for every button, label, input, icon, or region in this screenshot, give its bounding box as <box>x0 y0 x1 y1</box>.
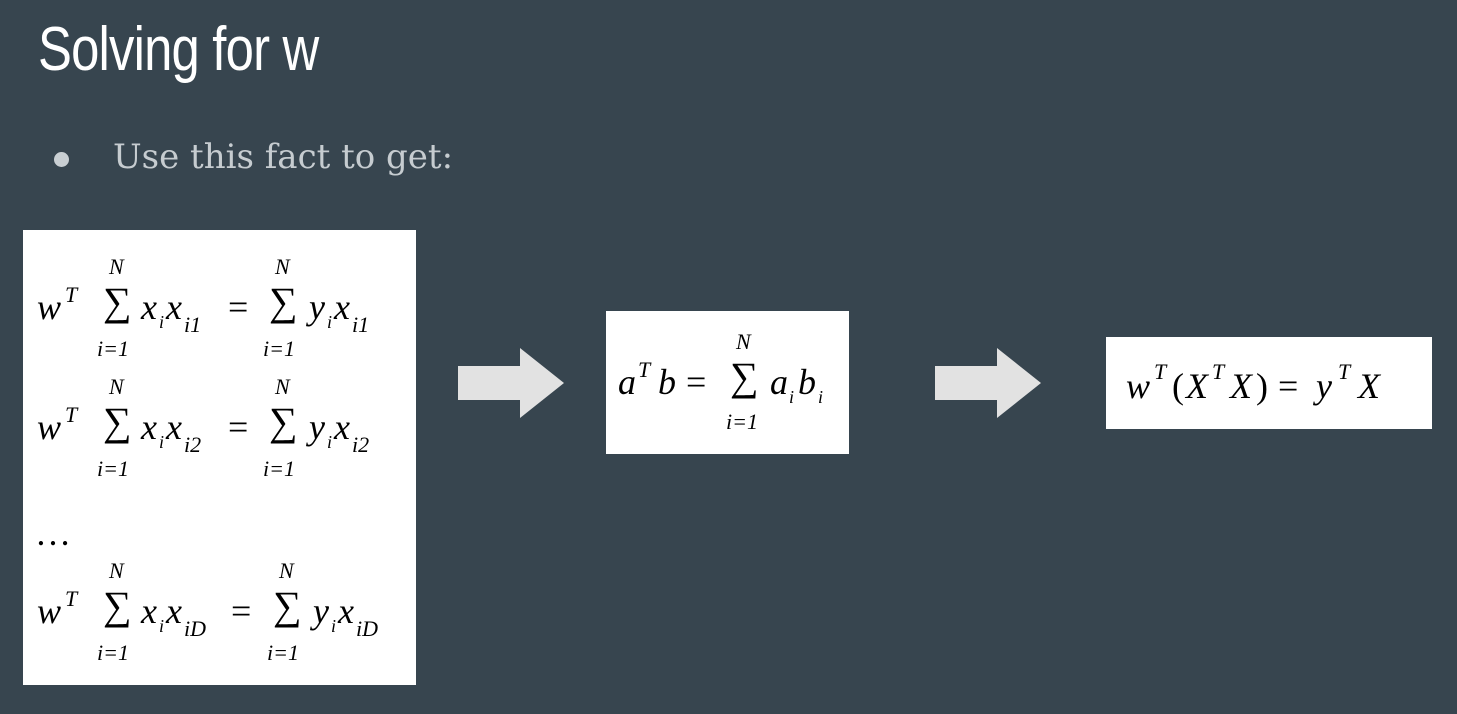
equals-sign: = <box>1278 366 1299 406</box>
bullet-icon <box>54 152 69 167</box>
sigma-symbol: ∑ <box>103 583 132 628</box>
equals-sign: = <box>228 407 249 447</box>
sub-i: i <box>327 432 333 452</box>
equation-row-3: w T N ∑ i=1 x i x iD = N ∑ i=1 y i x iD <box>23 556 416 666</box>
sub-index: i2 <box>184 432 202 457</box>
sub-i: i <box>159 432 165 452</box>
sup-t: T <box>65 282 78 307</box>
var-w: w <box>1126 366 1151 406</box>
rhs-sum-bottom: i=1 <box>263 336 295 361</box>
term-x2: x <box>166 287 182 327</box>
rhs-sum-top: N <box>275 254 290 279</box>
rhs-sum-top: N <box>275 374 290 399</box>
term-x: x <box>334 287 350 327</box>
term-x: x <box>141 591 157 631</box>
right-arrow-icon <box>935 348 1041 418</box>
var-w: w <box>37 591 62 631</box>
sigma-symbol: ∑ <box>730 354 759 399</box>
equation-row-1: w T N ∑ i=1 x i x i1 = N ∑ i=1 y i x i1 <box>23 252 416 362</box>
sub-index: i1 <box>352 312 370 337</box>
rhs-sum-bottom: i=1 <box>263 456 295 481</box>
sup-t: T <box>1212 359 1225 384</box>
sup-t: T <box>65 402 78 427</box>
var-w: w <box>37 407 62 447</box>
sup-t: T <box>1154 359 1167 384</box>
sum-top: N <box>736 329 751 354</box>
sum-bottom: i=1 <box>97 640 129 665</box>
term-x: x <box>338 591 354 631</box>
sub-i: i <box>789 387 795 407</box>
sum-bottom: i=1 <box>97 456 129 481</box>
close-paren: ) <box>1256 366 1268 406</box>
sum-bottom: i=1 <box>726 409 758 434</box>
var-b: b <box>798 362 816 402</box>
var-a: a <box>618 362 636 402</box>
var-b: b <box>658 362 676 402</box>
term-x: x <box>141 407 157 447</box>
slide-title: Solving for w <box>38 15 319 84</box>
equals-sign: = <box>686 362 707 402</box>
var-y: y <box>1316 366 1332 406</box>
sigma-symbol: ∑ <box>103 399 132 444</box>
sub-i: i <box>331 616 337 636</box>
sigma-symbol: ∑ <box>269 399 298 444</box>
sub-i: i <box>327 312 333 332</box>
open-paren: ( <box>1172 366 1184 406</box>
term-y: y <box>309 287 325 327</box>
right-arrow-icon <box>458 348 564 418</box>
term-x2: x <box>166 407 182 447</box>
term-y: y <box>309 407 325 447</box>
sub-index: i1 <box>184 312 202 337</box>
equation-row-2: w T N ∑ i=1 x i x i2 = N ∑ i=1 y i x i2 <box>23 372 416 482</box>
sub-i: i <box>159 312 165 332</box>
equals-sign: = <box>228 287 249 327</box>
sigma-symbol: ∑ <box>103 279 132 324</box>
sigma-symbol: ∑ <box>269 279 298 324</box>
term-x: x <box>334 407 350 447</box>
bullet-text: Use this fact to get: <box>113 137 454 177</box>
sub-i: i <box>818 387 824 407</box>
rhs-sum-top: N <box>279 558 294 583</box>
term-y: y <box>313 591 329 631</box>
sub-i: i <box>159 616 165 636</box>
var-w: w <box>37 287 62 327</box>
dot-product-box: a T b = N ∑ i=1 a i b i <box>606 311 849 454</box>
sub-index: iD <box>184 616 206 641</box>
sup-t: T <box>65 586 78 611</box>
var-x-matrix: X <box>1358 366 1380 406</box>
sup-t: T <box>638 357 651 382</box>
sigma-symbol: ∑ <box>273 583 302 628</box>
rhs-sum-bottom: i=1 <box>267 640 299 665</box>
sub-index: iD <box>356 616 378 641</box>
var-x-matrix: X <box>1230 366 1252 406</box>
equations-box: w T N ∑ i=1 x i x i1 = N ∑ i=1 y i x i1 … <box>23 230 416 685</box>
normal-equation-box: w T ( X T X ) = y T X <box>1106 337 1432 429</box>
sum-top: N <box>109 374 124 399</box>
term-x2: x <box>166 591 182 631</box>
sum-top: N <box>109 558 124 583</box>
ellipsis: … <box>35 513 71 553</box>
sum-top: N <box>109 254 124 279</box>
term-x: x <box>141 287 157 327</box>
sum-bottom: i=1 <box>97 336 129 361</box>
equals-sign: = <box>231 591 252 631</box>
var-a: a <box>770 362 788 402</box>
sup-t: T <box>1338 359 1351 384</box>
sub-index: i2 <box>352 432 370 457</box>
var-x-matrix: X <box>1186 366 1208 406</box>
